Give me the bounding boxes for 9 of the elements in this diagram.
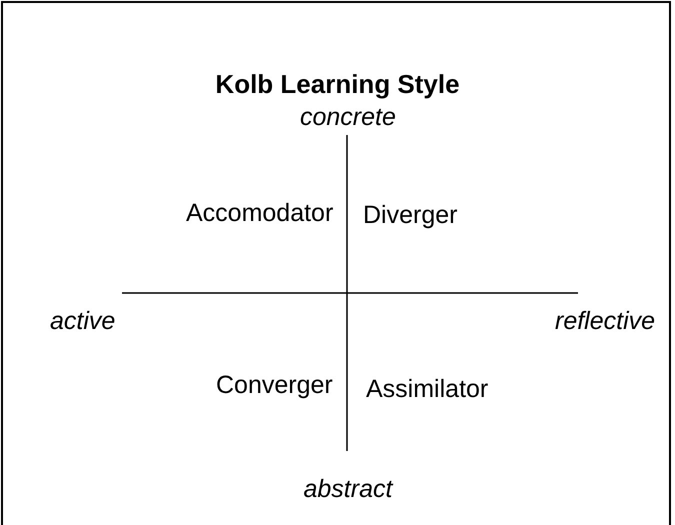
quadrant-label: Converger (216, 370, 333, 400)
axis-label: active (50, 306, 116, 336)
quadrant-label: Assimilator (366, 374, 488, 404)
axis-label: abstract (304, 474, 392, 504)
quadrant-label: Accomodator (186, 198, 334, 228)
title: Kolb Learning Style (214, 68, 461, 100)
quadrant-label: Diverger (363, 200, 458, 230)
axis-label: concrete (300, 102, 396, 132)
axis-label: reflective (555, 306, 656, 336)
